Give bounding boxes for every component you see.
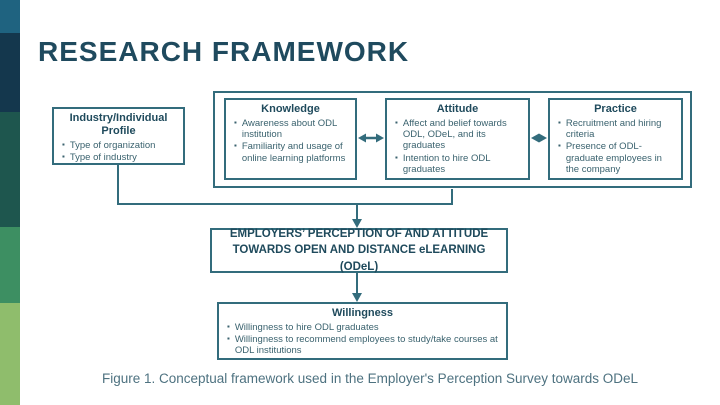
arrowhead-right-practice: [539, 133, 547, 143]
down-arrowhead-willingness: [352, 293, 362, 302]
bullet-item: Recruitment and hiring criteria: [556, 118, 673, 140]
bullet-item: Presence of ODL-graduate employees in th…: [556, 141, 673, 175]
figure-caption: Figure 1. Conceptual framework used in t…: [101, 371, 639, 386]
perception-box-title: EMPLOYERS’ PERCEPTION OF AND ATTITUDE TO…: [229, 228, 489, 273]
willingness-box-bullets: Willingness to hire ODL graduates Willin…: [219, 322, 506, 357]
practice-box-bullets: Recruitment and hiring criteria Presence…: [550, 118, 681, 175]
arrowhead-right-attitude: [376, 133, 384, 143]
bullet-item: Willingness to recommend employees to st…: [225, 334, 498, 356]
attitude-box-title: Attitude: [436, 103, 479, 115]
knowledge-box-bullets: Awareness about ODL institution Familiar…: [226, 118, 355, 164]
practice-box: Practice Recruitment and hiring criteria…: [548, 98, 683, 180]
sidebar-block-3: [0, 112, 20, 227]
sidebar-color-strip: [0, 0, 20, 405]
bullet-item: Awareness about ODL institution: [232, 118, 347, 140]
profile-box-title: Industry/Individual Profile: [69, 112, 168, 137]
perception-box: EMPLOYERS’ PERCEPTION OF AND ATTITUDE TO…: [210, 228, 508, 273]
willingness-box-title: Willingness: [331, 307, 394, 319]
willingness-box: Willingness Willingness to hire ODL grad…: [217, 302, 508, 360]
framework-group-box: [213, 91, 692, 188]
sidebar-block-2: [0, 33, 20, 112]
practice-box-title: Practice: [594, 103, 637, 115]
arrowhead-left-knowledge: [358, 133, 366, 143]
page-title: RESEARCH FRAMEWORK: [38, 36, 410, 67]
attitude-box-bullets: Affect and belief towards ODL, ODeL, and…: [387, 118, 528, 175]
bullet-item: Type of organization: [60, 140, 175, 151]
down-arrowhead-perception: [352, 219, 362, 228]
profile-box: Industry/Individual Profile Type of orga…: [52, 107, 185, 165]
attitude-box: Attitude Affect and belief towards ODL, …: [385, 98, 530, 180]
sidebar-block-1: [0, 0, 20, 33]
arrowhead-left-attitude: [531, 133, 539, 143]
sidebar-block-4: [0, 227, 20, 303]
knowledge-box: Knowledge Awareness about ODL institutio…: [224, 98, 357, 180]
profile-box-bullets: Type of organization Type of industry: [54, 140, 183, 163]
connector-elbow-line: [117, 164, 453, 205]
bullet-item: Affect and belief towards ODL, ODeL, and…: [393, 118, 512, 152]
sidebar-block-5: [0, 303, 20, 405]
bullet-item: Familiarity and usage of online learning…: [232, 141, 347, 163]
bullet-item: Willingness to hire ODL graduates: [225, 322, 498, 333]
knowledge-box-title: Knowledge: [261, 103, 320, 115]
bullet-item: Intention to hire ODL graduates: [393, 153, 512, 175]
bullet-item: Type of industry: [60, 152, 175, 163]
